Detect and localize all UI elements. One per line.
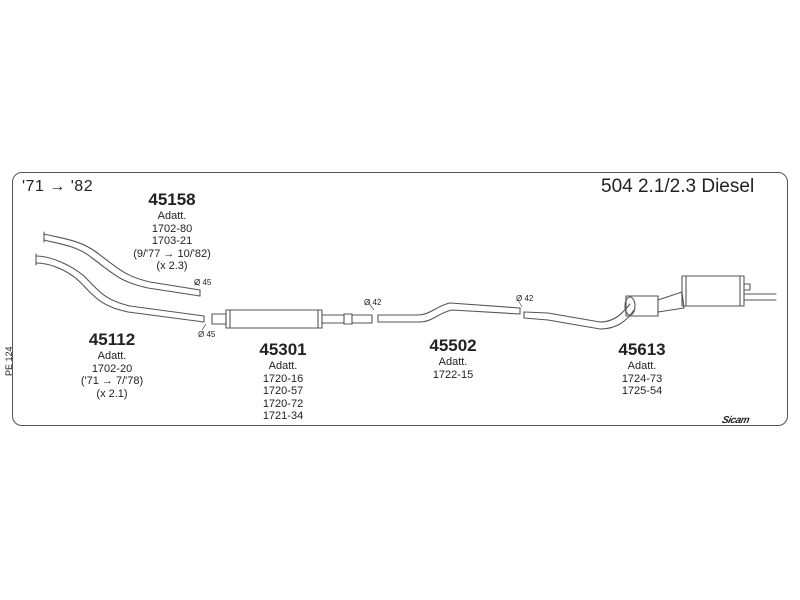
diagram-frame [12, 172, 788, 426]
silencer-45301 [211, 309, 373, 329]
part-number: 45301 [259, 340, 307, 359]
part-note: 1720-72 [262, 397, 304, 410]
part-number: 45613 [618, 340, 666, 359]
part-note: Adatt. [627, 360, 657, 372]
diameter-label: Ø 42 [516, 294, 534, 303]
pipe-45158 [43, 231, 201, 297]
part-number: 45112 [88, 330, 136, 349]
part-note: Adatt. [438, 356, 468, 368]
part-note: 1724-73 [621, 372, 663, 385]
part-note: 1702-20 [91, 362, 133, 375]
diameter-label: Ø 45 [198, 330, 216, 339]
part-note: 1720-16 [262, 372, 304, 385]
part-note: ('71 → 7/'78) [80, 375, 144, 387]
part-45502-callout: 45502 Adatt. 1722-15 [408, 336, 498, 381]
part-45613-callout: 45613 Adatt. 1724-73 1725-54 [597, 340, 687, 398]
part-note: Adatt. [268, 360, 298, 372]
part-note: (x 2.1) [96, 387, 128, 400]
part-note: 1722-15 [432, 368, 474, 381]
sheet-code: PE 124 [4, 346, 14, 376]
part-note: (9/'77 → 10/'82) [133, 247, 211, 260]
pipe-45112 [35, 253, 205, 323]
part-45158-callout: 45158 Adatt. 1702-80 1703-21 (9/'77 → 10… [122, 190, 222, 273]
part-note: 1721-34 [262, 410, 304, 422]
part-note: Adatt. [97, 350, 127, 362]
brand-logo: Sicam [720, 415, 751, 426]
diameter-label: Ø 45 [194, 278, 212, 287]
year-range: '71 → '82 [22, 178, 94, 195]
part-note: 1720-57 [262, 385, 304, 397]
part-45301-callout: 45301 Adatt. 1720-16 1720-57 1720-72 172… [238, 340, 328, 423]
part-number: 45502 [429, 336, 477, 355]
pipe-45502 [377, 302, 521, 323]
part-45112-callout: 45112 Adatt. 1702-20 ('71 → 7/'78) (x 2.… [62, 330, 162, 400]
part-number: 45158 [148, 190, 196, 209]
part-note: 1725-54 [621, 385, 663, 397]
vehicle-model-title: 504 2.1/2.3 Diesel [601, 176, 755, 197]
part-note: (x 2.3) [156, 260, 188, 272]
part-note: 1702-80 [151, 222, 193, 235]
part-note: 1703-21 [151, 235, 193, 247]
part-note: Adatt. [157, 210, 187, 222]
diameter-label: Ø 42 [364, 298, 382, 307]
silencer-45613 [523, 275, 777, 330]
